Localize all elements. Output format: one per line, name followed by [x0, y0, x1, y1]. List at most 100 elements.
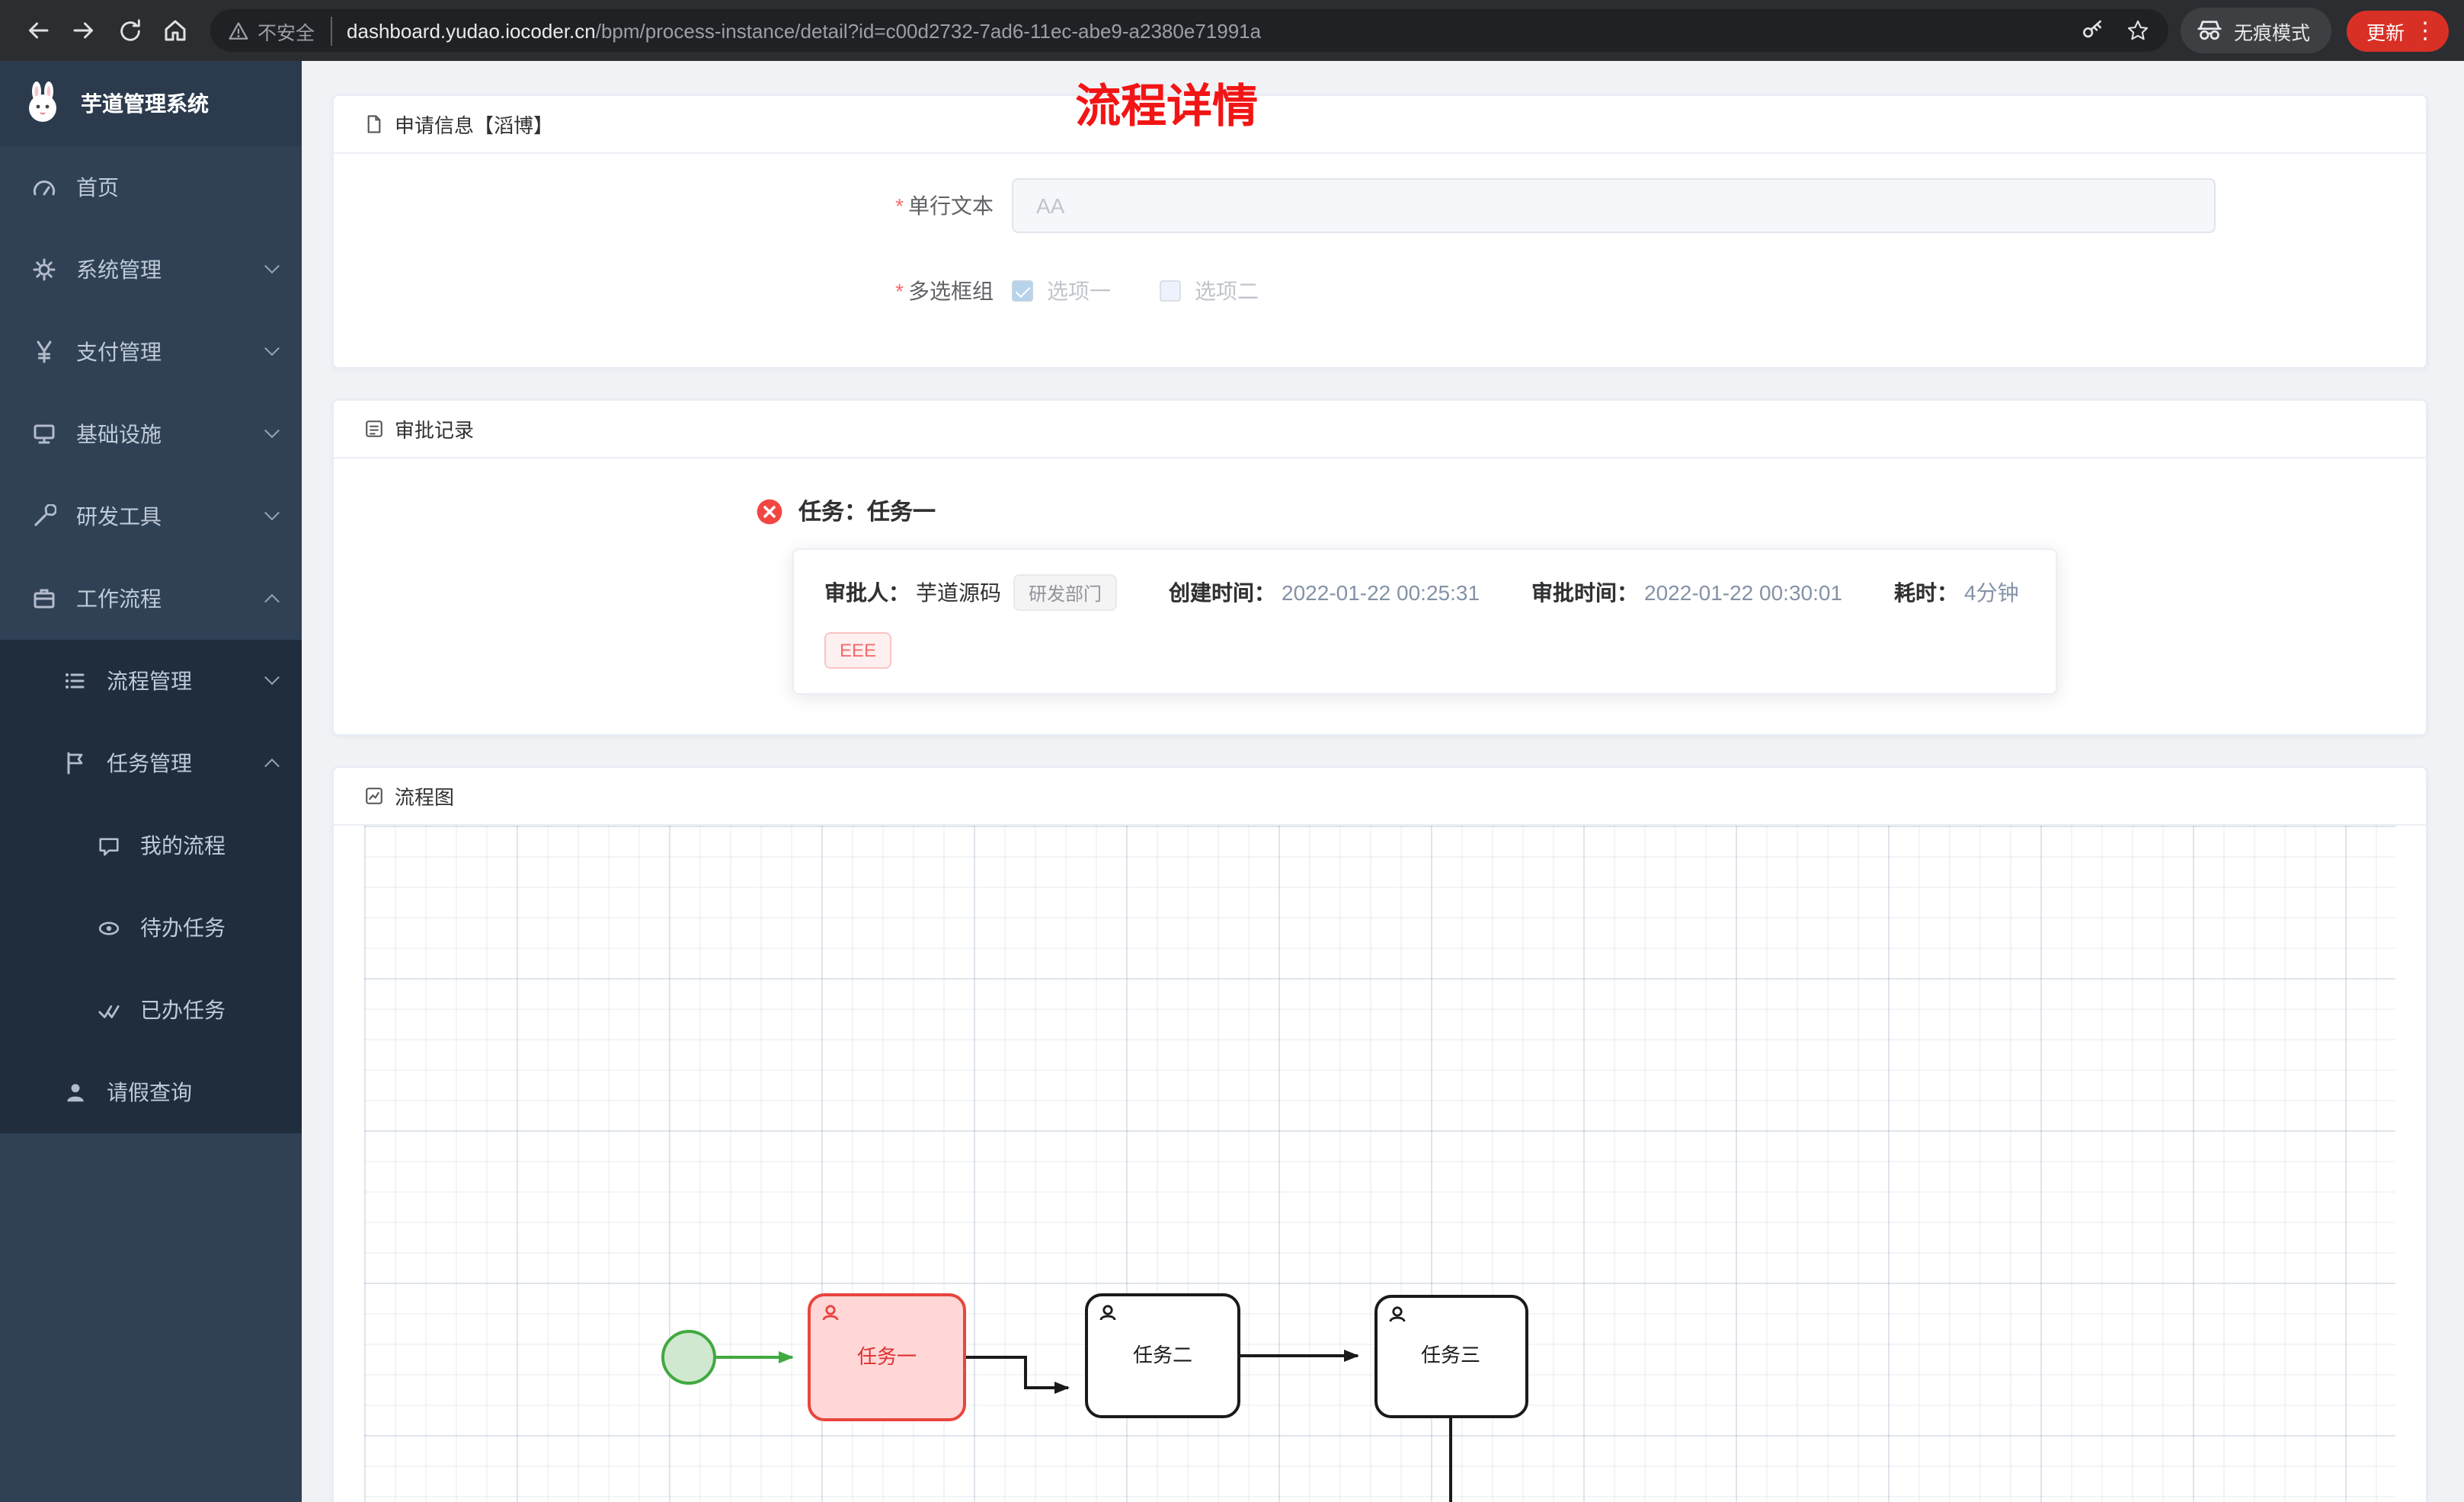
sidebar-item-label: 研发工具 — [76, 504, 162, 529]
sidebar-item-label: 待办任务 — [140, 916, 226, 940]
incognito-badge: 无痕模式 — [2180, 8, 2331, 53]
home-icon — [165, 20, 186, 41]
browser-home-button[interactable] — [152, 8, 198, 53]
logo-rabbit-icon — [29, 81, 56, 122]
user-task-icon — [822, 1305, 839, 1321]
sidebar-item-system[interactable]: 系统管理 — [0, 228, 302, 311]
checkbox-option-1[interactable]: 选项一 — [1012, 276, 1111, 306]
bpmn-diagram: 任务一 任务二 — [661, 1293, 1528, 1502]
approver-group: 审批人： 芋道源码 研发部门 — [824, 574, 1118, 611]
password-key-icon[interactable] — [2080, 18, 2104, 43]
create-time-group: 创建时间： 2022-01-22 00:25:31 — [1169, 577, 1480, 608]
field-label-text: 多选框组 — [908, 279, 994, 303]
sidebar-item-label: 请假查询 — [107, 1080, 192, 1104]
bpmn-task-1-label: 任务一 — [857, 1345, 917, 1368]
app-title: 芋道管理系统 — [81, 91, 209, 116]
task-status-line: 任务：任务一 — [756, 495, 2426, 527]
bpmn-task-2[interactable]: 任务二 — [1085, 1293, 1240, 1418]
bpmn-task-3[interactable]: 任务三 — [1374, 1295, 1528, 1418]
checkbox-group-label: *多选框组 — [334, 276, 1012, 306]
sidebar-item-label: 系统管理 — [76, 257, 162, 282]
sidebar-item-process-mgmt[interactable]: 流程管理 — [0, 640, 302, 722]
sidebar-item-label: 任务管理 — [107, 751, 192, 775]
sidebar-item-home[interactable]: 首页 — [0, 146, 302, 228]
browser-menu-dots-icon[interactable]: ⋮ — [2414, 18, 2437, 44]
checkbox-option-label: 选项一 — [1047, 279, 1111, 303]
update-label: 更新 — [2366, 22, 2405, 43]
bpmn-task-3-label: 任务三 — [1421, 1344, 1480, 1366]
browser-refresh-button[interactable] — [107, 8, 152, 53]
browser-update-button[interactable]: 更新 ⋮ — [2346, 10, 2449, 51]
approval-comment-tag: EEE — [824, 632, 892, 669]
process-diagram-header: 流程图 — [334, 768, 2426, 826]
chevron-up-icon — [264, 593, 280, 609]
bpmn-start-event[interactable] — [661, 1330, 716, 1385]
bpmn-task-1[interactable]: 任务一 — [808, 1293, 966, 1421]
single-line-text-input[interactable] — [1012, 178, 2216, 233]
forward-arrow-icon — [73, 22, 93, 39]
create-time-value: 2022-01-22 00:25:31 — [1282, 580, 1480, 605]
dashboard-gauge-icon — [30, 175, 58, 200]
gear-icon — [30, 257, 58, 282]
task-detail-card: 审批人： 芋道源码 研发部门 创建时间： 2022-01-22 00:25:31… — [792, 548, 2057, 695]
list-icon — [61, 669, 88, 693]
yen-icon — [30, 340, 58, 364]
sidebar-item-leave-query[interactable]: 请假查询 — [0, 1051, 302, 1133]
approver-label: 审批人： — [824, 580, 910, 605]
process-diagram-title: 流程图 — [395, 786, 455, 809]
sidebar-item-label: 基础设施 — [76, 422, 162, 446]
sidebar-item-task-mgmt[interactable]: 任务管理 — [0, 722, 302, 804]
approval-record-card: 审批记录 任务：任务一 审批人： 芋道源码 研发部门 — [332, 399, 2427, 736]
security-label: 不安全 — [258, 22, 315, 43]
sidebar-item-payment[interactable]: 支付管理 — [0, 311, 302, 393]
bookmark-star-icon[interactable] — [2126, 18, 2150, 43]
sidebar-item-done-task[interactable]: 已办任务 — [0, 969, 302, 1051]
bpmn-task-2-label: 任务二 — [1133, 1344, 1192, 1366]
url-host: dashboard.yudao.iocoder.cn — [347, 19, 596, 42]
application-info-card: 申请信息【滔博】 *单行文本 *多选框组 选项一 — [332, 94, 2427, 369]
chevron-down-icon — [264, 422, 280, 438]
sidebar-item-workflow[interactable]: 工作流程 — [0, 558, 302, 640]
workflow-submenu: 流程管理 任务管理 我的流程 — [0, 640, 302, 1133]
required-mark: * — [895, 279, 904, 303]
bpmn-canvas[interactable]: 任务一 任务二 — [364, 826, 2395, 1502]
browser-forward-button[interactable] — [61, 8, 107, 53]
incognito-icon — [2197, 21, 2222, 40]
sidebar-item-label: 工作流程 — [76, 586, 162, 611]
process-diagram-icon — [364, 786, 384, 806]
person-icon — [61, 1081, 88, 1104]
task-detail-row: 审批人： 芋道源码 研发部门 创建时间： 2022-01-22 00:25:31… — [824, 574, 2025, 611]
form-row-text: *单行文本 — [334, 178, 2426, 233]
browser-back-button[interactable] — [15, 8, 61, 53]
document-icon — [364, 114, 384, 134]
site-security-indicator[interactable]: 不安全 — [229, 16, 332, 45]
process-diagram-card: 流程图 — [332, 766, 2427, 1502]
field-label-text: 单行文本 — [908, 193, 994, 218]
sidebar-item-devtools[interactable]: 研发工具 — [0, 475, 302, 558]
chevron-down-icon — [264, 257, 280, 273]
department-tag: 研发部门 — [1013, 574, 1118, 611]
sidebar-item-infra[interactable]: 基础设施 — [0, 393, 302, 475]
checkbox-checked-icon — [1012, 280, 1033, 302]
check-done-icon — [94, 999, 122, 1021]
application-info-title: 申请信息【滔博】 — [395, 114, 554, 137]
address-bar[interactable]: 不安全 dashboard.yudao.iocoder.cn/bpm/proce… — [210, 9, 2168, 52]
checkbox-group: 选项一 选项二 — [1012, 276, 1259, 306]
diagram-body: 任务一 任务二 — [334, 826, 2426, 1502]
eye-icon — [94, 916, 122, 939]
create-time-label: 创建时间： — [1169, 580, 1276, 605]
briefcase-icon — [30, 586, 58, 611]
application-form: *单行文本 *多选框组 选项一 选项二 — [334, 154, 2426, 349]
url-path: /bpm/process-instance/detail?id=c00d2732… — [595, 19, 1262, 42]
checkbox-option-2[interactable]: 选项二 — [1160, 276, 1259, 306]
back-arrow-icon — [29, 22, 49, 39]
sidebar-item-label: 首页 — [76, 175, 119, 200]
sidebar-item-todo-task[interactable]: 待办任务 — [0, 887, 302, 969]
app-logo[interactable]: 芋道管理系统 — [0, 61, 302, 146]
page-title: 流程详情 — [1075, 82, 1259, 133]
main-content: 流程详情 申请信息【滔博】 *单行文本 *多选框组 — [302, 61, 2464, 1502]
approver-name: 芋道源码 — [916, 580, 1001, 605]
sidebar-item-my-process[interactable]: 我的流程 — [0, 804, 302, 887]
monitor-icon — [30, 422, 58, 446]
